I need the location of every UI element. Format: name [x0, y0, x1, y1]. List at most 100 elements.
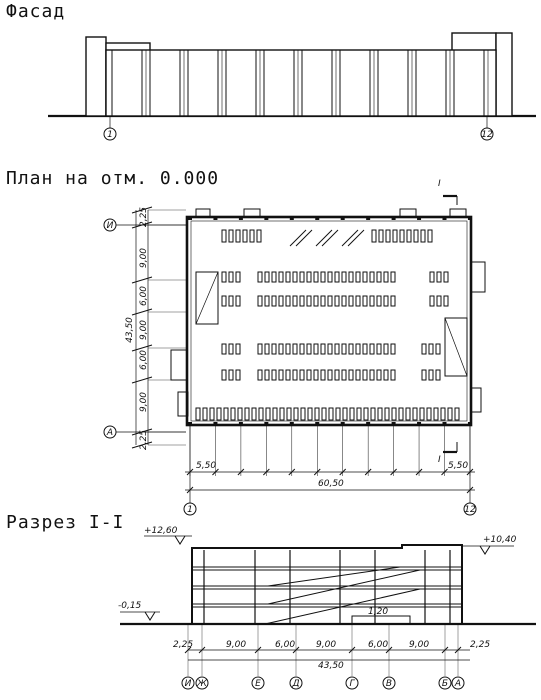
parking-stall	[443, 295, 449, 307]
dim-tick	[313, 468, 321, 476]
facade-axis-bubble-left	[103, 127, 117, 141]
parking-stall	[341, 271, 347, 283]
parking-stall	[383, 295, 389, 307]
section-dim-value: 9,00	[226, 640, 246, 650]
section-dim-value: 6,00	[275, 640, 295, 650]
plan-dim-value: 2,25	[139, 430, 149, 450]
dim-tick	[237, 468, 245, 476]
parking-stall	[334, 343, 340, 355]
parking-stall	[348, 295, 354, 307]
parking-stall	[327, 295, 333, 307]
parking-stall	[356, 407, 362, 421]
section-axis-label: И	[185, 679, 192, 689]
parking-stall	[334, 295, 340, 307]
parking-stall	[313, 271, 319, 283]
parking-stall	[378, 229, 384, 243]
parking-stalls	[195, 229, 460, 421]
section-outline	[191, 544, 463, 624]
plan-dim-value: 2,25	[139, 207, 149, 227]
parking-stall	[321, 407, 327, 421]
parking-stall	[421, 343, 427, 355]
dim-tick	[212, 468, 219, 476]
parking-stall	[278, 271, 284, 283]
plan-ramp-right	[444, 317, 468, 377]
plan-inner-wall-line	[190, 220, 468, 422]
parking-stall	[355, 369, 361, 381]
floor-plan: 2,25 9,00 6,00 9,00 6,00 9,00 2,25 43,50…	[103, 179, 486, 516]
section-axis-bubble	[289, 676, 303, 690]
dim-tick	[131, 441, 153, 449]
plan-dim-value: 6,00	[139, 286, 149, 306]
parking-stall	[278, 295, 284, 307]
plan-column	[391, 216, 396, 220]
parking-stall	[412, 407, 418, 421]
parking-stall	[390, 271, 396, 283]
parking-stall	[202, 407, 208, 421]
parking-stall	[436, 295, 442, 307]
plan-column	[442, 216, 447, 220]
plan-column	[264, 216, 269, 220]
parking-stall	[390, 295, 396, 307]
facade-axis-label-right: 12	[481, 130, 493, 140]
parking-stall	[235, 369, 241, 381]
facade-axis-label-left: 1	[107, 130, 113, 140]
parking-stall	[355, 271, 361, 283]
plan-side-annex-right	[470, 261, 486, 293]
parking-stall	[376, 295, 382, 307]
parking-stall	[376, 271, 382, 283]
parking-stall	[320, 295, 326, 307]
parking-stall	[264, 295, 270, 307]
parking-stall	[426, 407, 432, 421]
parking-stall	[406, 229, 412, 243]
dim-tick	[288, 468, 296, 476]
plan-axis-bubble-left	[183, 502, 197, 516]
parking-stall	[376, 369, 382, 381]
facade-panel	[187, 49, 219, 117]
parking-stall	[348, 343, 354, 355]
parking-stall	[313, 369, 319, 381]
section-dim-total: 43,50	[318, 661, 344, 671]
section-axis-bubble	[345, 676, 359, 690]
parking-stall	[348, 271, 354, 283]
parking-stall	[320, 271, 326, 283]
facade-stair-tower-right	[495, 32, 513, 117]
dim-tick	[131, 308, 153, 316]
facade-stair-tower-left	[85, 36, 107, 117]
plan-dim-right: 5,50	[448, 461, 468, 471]
parking-stall	[264, 343, 270, 355]
parking-stall	[363, 407, 369, 421]
parking-stall	[399, 229, 405, 243]
plan-diagonal-ramp	[295, 229, 313, 247]
facade-panel	[263, 49, 295, 117]
dim-tick	[131, 344, 153, 352]
elev-marker-top-left	[174, 535, 186, 545]
section-dim-value: 2,25	[470, 640, 490, 650]
section-cut: 1,20 +12,60 +10,40 -0,15 2,25 9,00 6,00 …	[118, 526, 536, 690]
parking-stall	[285, 343, 291, 355]
parking-stall	[376, 343, 382, 355]
facade-main-body	[105, 49, 497, 117]
cut-mark-bottom-label: I	[438, 455, 441, 465]
plan-stair-left	[177, 391, 189, 417]
plan-diagonal-ramp	[289, 229, 307, 247]
parking-stall	[285, 295, 291, 307]
plan-title: План на отм. 0.000	[6, 168, 219, 189]
parking-stall	[385, 229, 391, 243]
plan-column	[213, 216, 218, 220]
plan-column	[340, 216, 345, 220]
section-axis-label: Е	[255, 679, 261, 689]
parking-stall	[427, 229, 433, 243]
section-dim-value: 6,00	[368, 640, 388, 650]
parking-stall	[349, 407, 355, 421]
parking-stall	[195, 407, 201, 421]
plan-column	[417, 422, 422, 426]
parking-stall	[264, 271, 270, 283]
plan-column	[315, 216, 320, 220]
parking-stall	[334, 271, 340, 283]
parking-stall	[271, 343, 277, 355]
parking-stall	[391, 407, 397, 421]
plan-dim-total: 60,50	[318, 479, 344, 489]
parking-stall	[390, 343, 396, 355]
facade-panel	[377, 49, 409, 117]
parking-stall	[249, 229, 255, 243]
